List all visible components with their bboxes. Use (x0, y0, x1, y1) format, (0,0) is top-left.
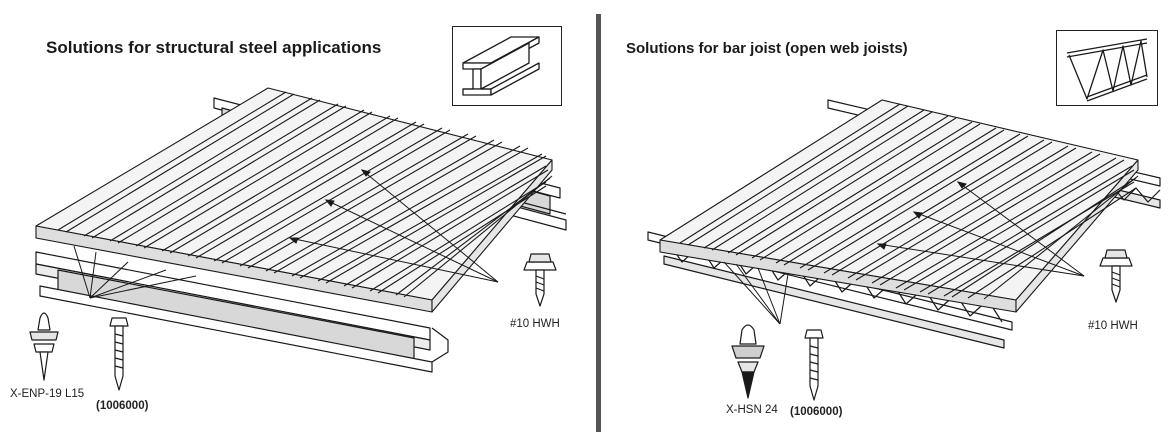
bar-joist-panel: Solutions for bar joist (open web joists… (608, 0, 1168, 448)
truss-thumbnail (1056, 30, 1158, 106)
x-enp-nail-icon (29, 312, 59, 381)
screw-code-label: (1006000) (790, 406, 843, 418)
corrugated-deck (659, 99, 1139, 313)
x-hsn-nail-icon (731, 324, 765, 399)
hwh-screw-label: #10 HWH (510, 318, 560, 330)
leader-lines (723, 181, 1085, 325)
steel-deck-on-joists-drawing (647, 99, 1161, 401)
i-beam-icon (462, 36, 540, 96)
steel-deck-on-beams-drawing (29, 87, 567, 391)
self-drilling-screw-icon (109, 317, 129, 391)
i-beam-lower (35, 251, 449, 373)
screw-code-label: (1006000) (96, 400, 149, 412)
x-hsn-label: X-HSN 24 (726, 404, 778, 416)
i-beam-thumbnail (452, 26, 562, 106)
leader-lines (73, 169, 499, 299)
bar-joist-title: Solutions for bar joist (open web joists… (626, 40, 908, 57)
self-drilling-screw-icon (804, 329, 824, 401)
structural-steel-panel: Solutions for structural steel applicati… (10, 26, 567, 412)
truss-joist-icon (1066, 38, 1148, 102)
hwh-screw-label: #10 HWH (1088, 320, 1138, 332)
structural-steel-title: Solutions for structural steel applicati… (46, 38, 382, 57)
x-enp-label: X-ENP-19 L15 (10, 388, 85, 400)
hex-washer-head-screw-icon (1099, 249, 1133, 303)
hex-washer-head-screw-icon (523, 253, 557, 307)
panel-divider (596, 14, 601, 432)
